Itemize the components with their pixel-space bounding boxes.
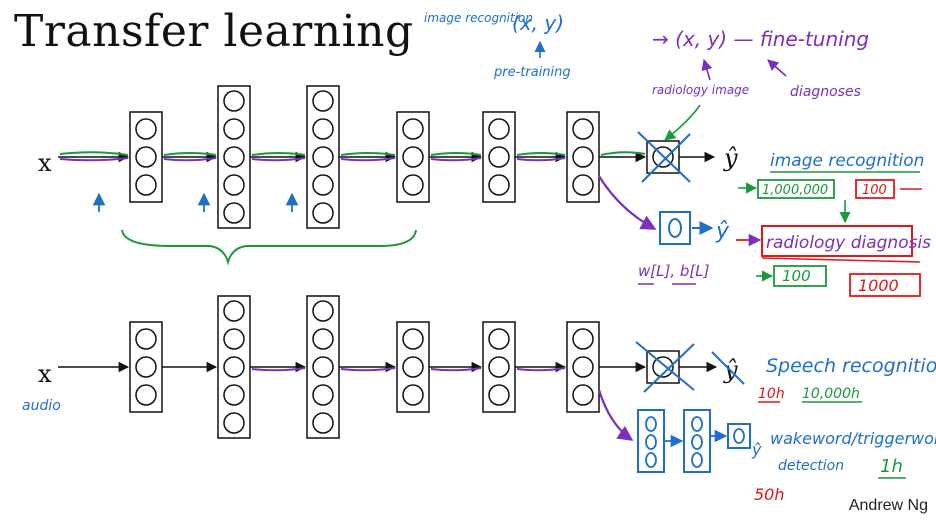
slide-title: Transfer learning bbox=[14, 6, 414, 57]
task1-target-box bbox=[761, 225, 913, 257]
new-layer-b bbox=[683, 409, 711, 473]
bottom-input-label: x bbox=[38, 360, 52, 388]
finetune-xy-label: → (x, y) — fine-tuning bbox=[652, 27, 869, 51]
task1-source-label: image recognition bbox=[770, 151, 924, 171]
top-layer-2 bbox=[217, 85, 251, 229]
diagnoses-label: diagnoses bbox=[790, 84, 861, 100]
top-layer-1 bbox=[129, 111, 163, 203]
new-params-label: w[L], b[L] bbox=[638, 262, 710, 280]
pretrain-label: pre-training bbox=[493, 65, 571, 80]
task1-target-label: radiology diagnosis bbox=[766, 233, 931, 253]
pretrain-data-label: image recognition bbox=[424, 11, 533, 25]
task2-hours-red2: 50h bbox=[754, 485, 785, 504]
task1-target-count: 100 bbox=[862, 183, 887, 198]
task1-source-count2: 100 bbox=[782, 267, 811, 285]
new-output-node bbox=[659, 211, 691, 245]
task1-target-count-box bbox=[855, 179, 895, 199]
top-layer-5 bbox=[482, 111, 516, 203]
top-layer-6 bbox=[566, 111, 600, 203]
task1-target-count2-box bbox=[849, 273, 921, 297]
bottom-network: x audio bbox=[22, 295, 762, 473]
new-sub-output-label: ŷ bbox=[751, 440, 762, 459]
task1-source-count: 1,000,000 bbox=[762, 183, 828, 198]
bottom-layer-3 bbox=[306, 295, 340, 439]
bottom-layer-5 bbox=[482, 321, 516, 413]
bottom-layer-6 bbox=[566, 321, 600, 413]
task1-target-count2: 1000 bbox=[858, 276, 899, 295]
task1-source-count2-box bbox=[773, 265, 827, 287]
new-layer-a bbox=[637, 409, 665, 473]
top-output-label: ŷ bbox=[723, 144, 738, 172]
pretrained-layers-brace bbox=[121, 229, 417, 266]
radiology-image-label: radiology image bbox=[652, 83, 749, 97]
task2-target-hours: 1h bbox=[880, 456, 903, 477]
annotations: image recognition (x, y) pre-training → … bbox=[424, 11, 936, 504]
pretrain-xy-label: (x, y) bbox=[512, 11, 564, 35]
author-credit: Andrew Ng bbox=[848, 497, 928, 514]
bottom-layer-2 bbox=[217, 295, 251, 439]
new-layer-out bbox=[727, 423, 751, 449]
task2-hours: 10,000h bbox=[802, 386, 860, 402]
new-output-label: ŷ bbox=[715, 219, 730, 244]
bottom-input-note: audio bbox=[22, 398, 61, 414]
top-layer-4 bbox=[396, 111, 430, 203]
bottom-layer-1 bbox=[129, 321, 163, 413]
task2-target-line2: detection bbox=[778, 458, 844, 474]
task1-source-count-box bbox=[757, 179, 835, 199]
top-input-label: x bbox=[38, 149, 52, 177]
task2-hours-red: 10h bbox=[758, 386, 785, 402]
top-layer-3 bbox=[306, 85, 340, 229]
task2-source-label: Speech recognition bbox=[766, 355, 936, 377]
top-network: x bbox=[38, 85, 738, 285]
task2-target-line1: wakeword/triggerword bbox=[770, 429, 936, 448]
bottom-layer-4 bbox=[396, 321, 430, 413]
